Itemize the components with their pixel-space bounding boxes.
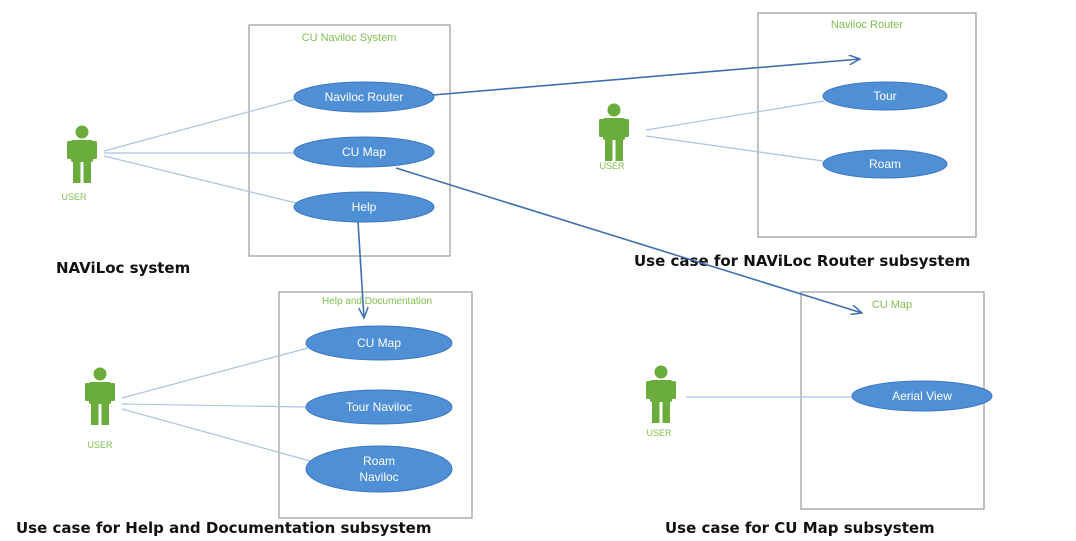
- router-usecase-roam-label: Roam: [869, 157, 901, 171]
- help-usecase-cumap[interactable]: CU Map: [305, 325, 453, 361]
- router-usecase-tour[interactable]: Tour: [822, 81, 948, 111]
- main-usecase-cumap[interactable]: CU Map: [293, 136, 435, 168]
- help-usecase-cumap-label: CU Map: [357, 336, 401, 350]
- main-usecase-help-shape: [293, 191, 435, 223]
- map-actor-label: USER: [646, 428, 672, 438]
- router-usecase-tour-label: Tour: [873, 89, 896, 103]
- router-assoc-tour: [645, 100, 825, 131]
- main-usecase-help-label: Help: [352, 200, 377, 214]
- help-user-actor-icon: [85, 367, 115, 425]
- router-system-title: Naviloc Router: [831, 19, 903, 31]
- link-router-to-subsystem: [432, 59, 860, 96]
- help-actor-label: USER: [87, 440, 113, 450]
- main-assoc-router: [103, 98, 297, 152]
- router-user-actor: [599, 103, 629, 161]
- help-usecase-roam-naviloc-label-line1: Roam: [363, 454, 395, 468]
- help-usecase-roam-naviloc-shape: [305, 445, 453, 493]
- subsystem-links: [357, 59, 862, 318]
- router-usecase-roam-shape: [822, 149, 948, 179]
- main-usecase-router-label: Naviloc Router: [325, 90, 404, 104]
- link-help-to-subsystem: [357, 221, 364, 318]
- help-usecase-roam-naviloc[interactable]: Roam Naviloc: [305, 445, 453, 493]
- router-actor-label: USER: [599, 161, 625, 171]
- help-user-actor: [85, 367, 115, 425]
- main-usecase-cumap-label: CU Map: [342, 145, 386, 159]
- map-user-actor-icon: [646, 365, 676, 423]
- help-usecase-cumap-shape: [305, 325, 453, 361]
- main-usecase-cumap-shape: [293, 136, 435, 168]
- router-system-group: Naviloc Router USER Tour Roam Use case f…: [599, 12, 977, 270]
- help-usecase-roam-naviloc-label-line2: Naviloc: [359, 470, 398, 484]
- router-system-boundary: [757, 12, 977, 238]
- map-system-title: CU Map: [872, 299, 912, 311]
- main-caption: NAViLoc system: [56, 259, 190, 277]
- main-usecase-router-shape: [293, 81, 435, 113]
- help-usecase-tour-naviloc-shape: [305, 389, 453, 425]
- help-usecase-tour-naviloc-label: Tour Naviloc: [346, 400, 412, 414]
- link-cumap-to-subsystem: [395, 167, 862, 313]
- map-usecase-aerial-view[interactable]: Aerial View: [851, 380, 993, 412]
- map-system-group: CU Map USER Aerial View Use case for CU …: [646, 291, 993, 537]
- main-system-group: CU Naviloc System USER Naviloc Router CU…: [56, 24, 451, 277]
- main-user-actor: [67, 125, 97, 183]
- main-actor-label: USER: [61, 192, 87, 202]
- router-usecase-tour-shape: [822, 81, 948, 111]
- map-usecase-aerial-view-shape: [851, 380, 993, 412]
- router-user-actor-icon: [599, 103, 629, 161]
- router-usecase-roam[interactable]: Roam: [822, 149, 948, 179]
- router-caption: Use case for NAViLoc Router subsystem: [634, 252, 970, 270]
- main-usecase-help[interactable]: Help: [293, 191, 435, 223]
- help-assoc-tour: [121, 403, 307, 408]
- map-user-actor: [646, 365, 676, 423]
- help-usecase-tour-naviloc[interactable]: Tour Naviloc: [305, 389, 453, 425]
- help-system-group: Help and Documentation USER CU Map Tour …: [16, 291, 473, 537]
- help-assoc-roam: [121, 408, 311, 462]
- map-caption: Use case for CU Map subsystem: [665, 519, 935, 537]
- help-assoc-cumap: [121, 347, 309, 399]
- main-assoc-help: [103, 155, 297, 204]
- main-system-title: CU Naviloc System: [302, 32, 397, 44]
- map-usecase-aerial-view-label: Aerial View: [892, 389, 952, 403]
- router-assoc-roam: [645, 135, 824, 162]
- main-usecase-router[interactable]: Naviloc Router: [293, 81, 435, 113]
- help-caption: Use case for Help and Documentation subs…: [16, 519, 431, 537]
- help-system-title: Help and Documentation: [322, 296, 432, 307]
- main-user-actor-icon: [67, 125, 97, 183]
